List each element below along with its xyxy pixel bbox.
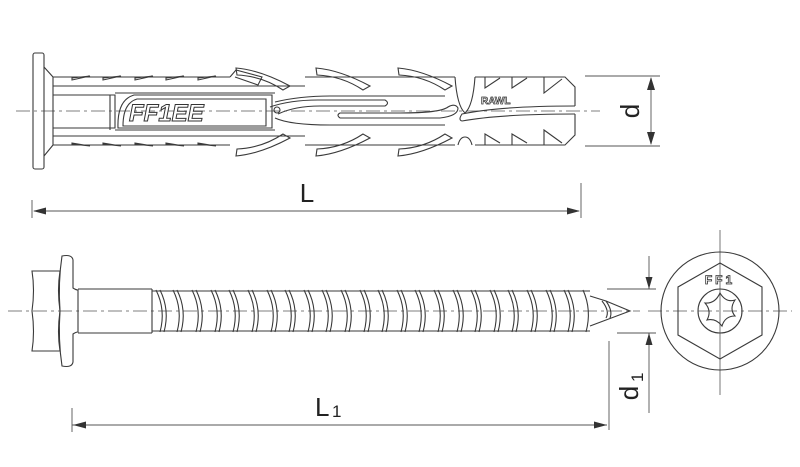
plug-nose: RAWL [454,76,576,146]
plug-collar [32,52,45,170]
plug-code-emboss: FF1EE [117,94,273,129]
plug-teeth-bottom [71,142,217,147]
plug-code-text: FF1EE [129,100,206,128]
screw-flange [58,254,79,368]
plug-length-dimension: L [31,178,582,218]
screw-shank [78,288,152,334]
torx-drive-icon [703,291,737,328]
screw-length-subscript: 1 [332,402,341,421]
plug-fins-top [229,67,455,91]
screw-diameter-label: d [614,386,644,400]
plug-expansion-slots [269,95,459,126]
plug-diameter-dimension: d [585,75,660,147]
screw-length-label: L [315,392,329,422]
svg-text:FF1EE: FF1EE [129,100,205,127]
plug-diameter-label: d [615,104,645,118]
wall-plug-drawing: FF1EE [16,52,660,218]
screw-diameter-dimension: d 1 [607,256,656,430]
screw-tip [589,295,632,327]
plug-collar-taper [43,66,54,157]
hex-outline [677,262,763,360]
plug-fins-bottom [235,133,455,157]
screw-diameter-subscript: 1 [628,373,647,382]
plug-brand-text: RAWL [481,96,510,107]
plug-teeth-top [71,75,217,81]
head-marking: FF1 [705,273,735,287]
flange-circle [660,251,780,371]
screw-head-end-view: FF1 [648,230,792,395]
plug-length-label: L [300,178,314,208]
screw-thread [152,289,590,333]
screw-length-dimension: L 1 [71,392,607,432]
screw-drawing: d 1 L 1 FF1 [8,230,792,432]
